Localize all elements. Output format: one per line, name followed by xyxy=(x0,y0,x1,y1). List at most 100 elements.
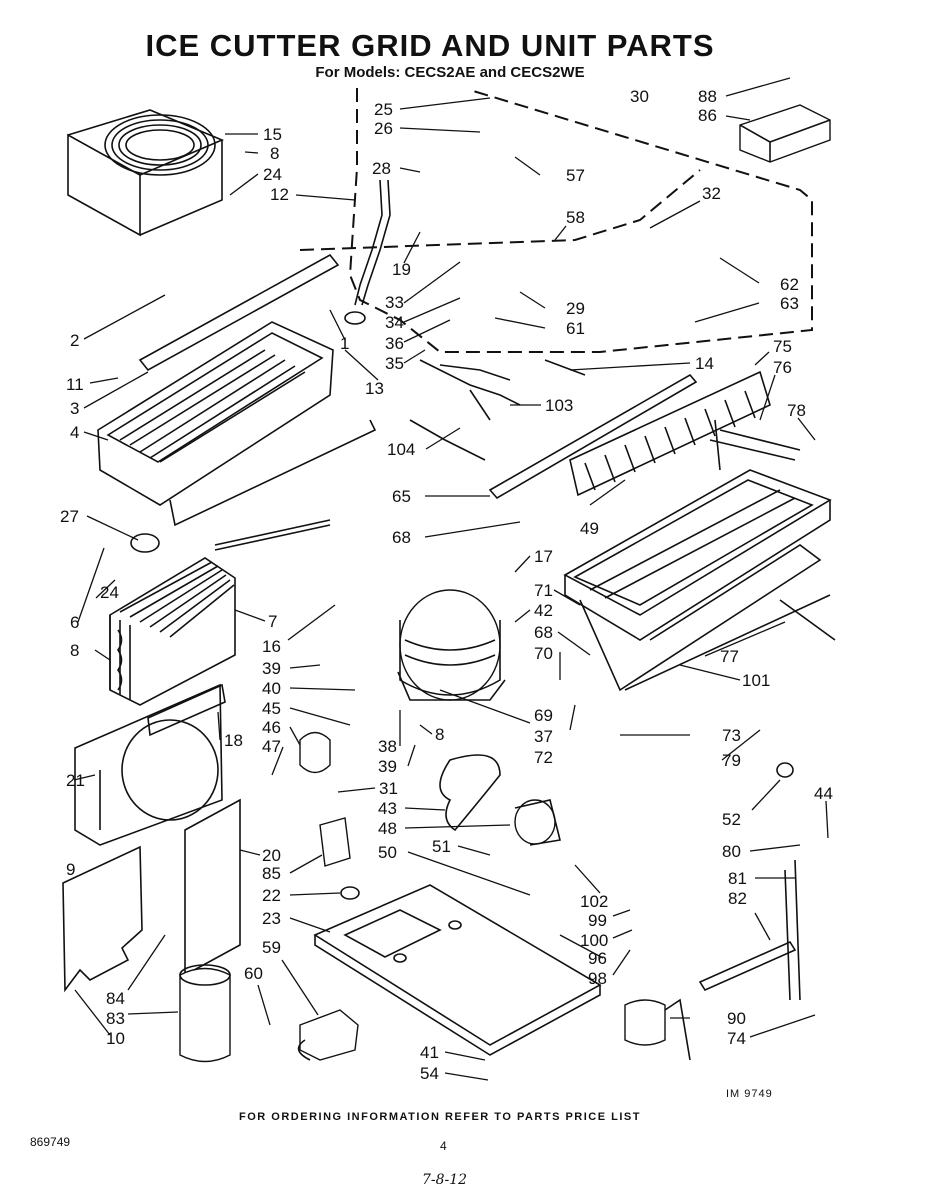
part-label-25: 25 xyxy=(374,100,393,119)
part-label-104: 104 xyxy=(387,440,415,459)
part-label-28: 28 xyxy=(372,159,391,178)
part-label-100: 100 xyxy=(580,931,608,950)
long-rail xyxy=(488,373,698,500)
condenser xyxy=(109,557,236,706)
leader-lines xyxy=(73,77,829,1081)
part-label-20: 20 xyxy=(262,846,281,865)
part-label-74: 74 xyxy=(727,1029,746,1048)
defrost-heater xyxy=(698,940,797,992)
grommet xyxy=(340,886,360,900)
part-label-9: 9 xyxy=(66,860,75,879)
cover-cap xyxy=(299,731,331,774)
part-label-63: 63 xyxy=(780,294,799,313)
part-label-13: 13 xyxy=(365,379,384,398)
part-label-69: 69 xyxy=(534,706,553,725)
part-label-8-mid: 8 xyxy=(435,725,444,744)
part-label-34: 34 xyxy=(385,313,404,332)
cutter-grid xyxy=(563,419,836,692)
models-subtitle: For Models: CECS2AE and CECS2WE xyxy=(315,64,585,81)
part-label-7: 7 xyxy=(268,612,277,631)
part-label-62: 62 xyxy=(780,275,799,294)
part-label-90: 90 xyxy=(727,1009,746,1028)
relay xyxy=(299,1009,359,1061)
part-label-49: 49 xyxy=(580,519,599,538)
part-label-19: 19 xyxy=(392,260,411,279)
page-title: ICE CUTTER GRID AND UNIT PARTS xyxy=(145,28,715,63)
part-label-37: 37 xyxy=(534,727,553,746)
part-label-101: 101 xyxy=(742,671,770,690)
support-rod xyxy=(138,253,340,372)
part-label-2: 2 xyxy=(70,331,79,350)
drier xyxy=(624,999,666,1046)
part-label-50: 50 xyxy=(378,843,397,862)
compressor xyxy=(397,589,506,701)
grille-strip xyxy=(569,370,771,497)
part-label-39-upper: 39 xyxy=(262,659,281,678)
part-label-12: 12 xyxy=(270,185,289,204)
part-label-86: 86 xyxy=(698,106,717,125)
bent-tube xyxy=(354,179,383,306)
part-label-27: 27 xyxy=(60,507,79,526)
part-label-82: 82 xyxy=(728,889,747,908)
part-label-22: 22 xyxy=(262,886,281,905)
part-label-24-left: 24 xyxy=(100,583,119,602)
part-label-79: 79 xyxy=(722,751,741,770)
part-label-38: 38 xyxy=(378,737,397,756)
part-label-88: 88 xyxy=(698,87,717,106)
part-label-30: 30 xyxy=(630,87,649,106)
illustration-id: IM 9749 xyxy=(726,1088,773,1100)
part-label-10: 10 xyxy=(106,1029,125,1048)
part-label-70: 70 xyxy=(534,644,553,663)
part-label-80: 80 xyxy=(722,842,741,861)
part-label-76: 76 xyxy=(773,358,792,377)
part-label-44: 44 xyxy=(814,784,833,803)
part-label-96: 96 xyxy=(588,949,607,968)
part-label-1: 1 xyxy=(340,334,349,353)
part-label-103: 103 xyxy=(545,396,573,415)
part-label-58: 58 xyxy=(566,208,585,227)
part-label-18: 18 xyxy=(224,731,243,750)
part-label-43: 43 xyxy=(378,799,397,818)
part-label-71: 71 xyxy=(534,581,553,600)
part-label-84: 84 xyxy=(106,989,125,1008)
part-label-68-upper: 68 xyxy=(392,528,411,547)
part-label-8-left: 8 xyxy=(70,641,79,660)
base-plate xyxy=(313,884,602,1056)
part-label-73: 73 xyxy=(722,726,741,745)
part-label-48: 48 xyxy=(378,819,397,838)
part-label-16: 16 xyxy=(262,637,281,656)
part-label-29: 29 xyxy=(566,299,585,318)
part-label-68-lower: 68 xyxy=(534,623,553,642)
part-label-46: 46 xyxy=(262,718,281,737)
part-label-102: 102 xyxy=(580,892,608,911)
part-label-24: 24 xyxy=(263,165,282,184)
control-box xyxy=(739,104,831,163)
part-label-85: 85 xyxy=(262,864,281,883)
part-label-99: 99 xyxy=(588,911,607,930)
part-label-47: 47 xyxy=(262,737,281,756)
rear-panel xyxy=(62,845,143,993)
part-label-33: 33 xyxy=(385,293,404,312)
side-panel xyxy=(184,798,241,977)
part-label-15: 15 xyxy=(263,125,282,144)
fan-blade xyxy=(439,754,501,832)
part-label-39-lower: 39 xyxy=(378,757,397,776)
part-label-21: 21 xyxy=(66,771,85,790)
part-label-36: 36 xyxy=(385,334,404,353)
part-label-6: 6 xyxy=(70,613,79,632)
part-label-8: 8 xyxy=(270,144,279,163)
part-label-26: 26 xyxy=(374,119,393,138)
document-number: 869749 xyxy=(30,1135,71,1149)
coil-bracket xyxy=(67,109,225,237)
handwritten-date: 7-8-12 xyxy=(422,1172,468,1188)
part-label-81: 81 xyxy=(728,869,747,888)
part-label-57: 57 xyxy=(566,166,585,185)
part-label-42: 42 xyxy=(534,601,553,620)
shroud-bracket xyxy=(319,817,351,867)
mount-nut xyxy=(776,762,794,778)
page-number: 4 xyxy=(440,1139,447,1153)
part-label-41: 41 xyxy=(420,1043,439,1062)
part-label-72: 72 xyxy=(534,748,553,767)
part-label-52: 52 xyxy=(722,810,741,829)
support-bar xyxy=(779,599,836,641)
